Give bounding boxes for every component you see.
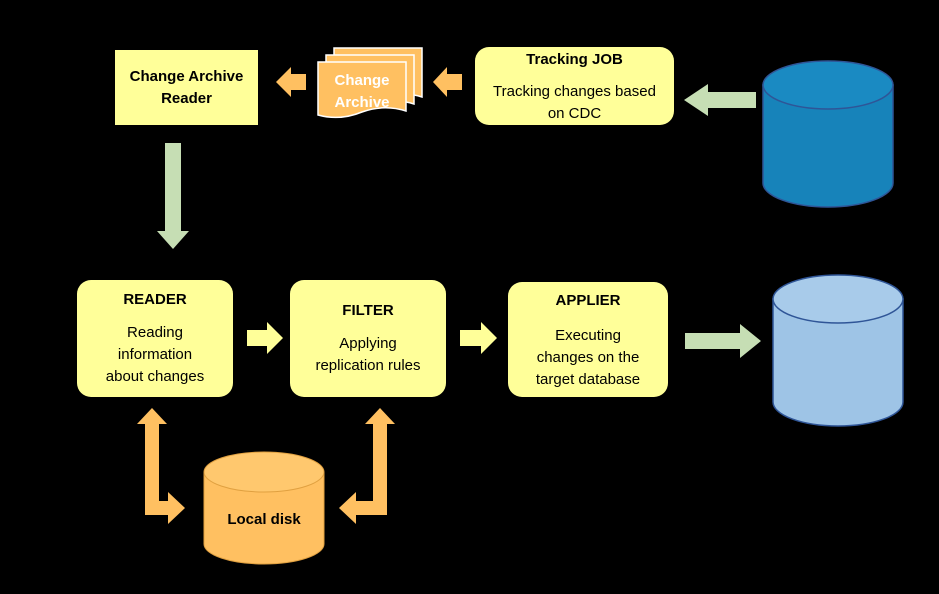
change-archive-label: Change Archive xyxy=(318,70,406,114)
filter-title: FILTER xyxy=(342,302,394,319)
change-archive-reader-title: Change Archive Reader xyxy=(129,67,244,107)
change-archive-reader-box: Change Archive Reader xyxy=(115,50,258,125)
reader-desc: Reading information about changes xyxy=(105,324,205,385)
arrow-applier-to-target xyxy=(685,324,761,358)
local-disk-title: Local disk xyxy=(227,511,301,528)
arrow-reader-local-disk xyxy=(137,408,185,524)
local-disk-cylinder xyxy=(203,451,325,565)
arrow-filter-local-disk xyxy=(339,408,395,524)
arrow-filter-to-applier xyxy=(460,322,497,354)
arrow-archive-reader-to-reader xyxy=(157,143,189,249)
tracking-job-title: Tracking JOB xyxy=(526,51,623,68)
local-disk-label: Local disk xyxy=(204,510,324,530)
arrow-archive-to-reader-box xyxy=(276,67,306,97)
change-archive-title: Change Archive xyxy=(334,72,390,111)
tracking-job-desc: Tracking changes based on CDC xyxy=(493,83,656,122)
arrow-source-to-tracking xyxy=(684,84,756,116)
target-database xyxy=(772,274,904,427)
change-archive-documents xyxy=(317,47,423,119)
source-database xyxy=(762,60,894,208)
arrow-tracking-to-archive xyxy=(433,67,462,97)
applier-desc: Executing changes on the target database xyxy=(535,327,641,388)
reader-box: READER Reading information about changes xyxy=(77,280,233,397)
applier-box: APPLIER Executing changes on the target … xyxy=(508,282,668,397)
applier-title: APPLIER xyxy=(555,292,621,309)
filter-desc: Applying replication rules xyxy=(315,335,421,374)
tracking-job-box: Tracking JOB Tracking changes based on C… xyxy=(475,47,674,125)
reader-title: READER xyxy=(123,291,187,308)
filter-box: FILTER Applying replication rules xyxy=(290,280,446,397)
arrow-reader-to-filter xyxy=(247,322,283,354)
